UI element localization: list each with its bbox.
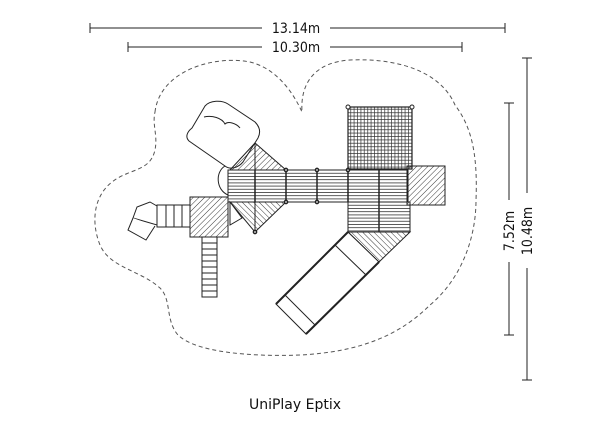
dimension-overall-width	[89, 23, 506, 33]
left-bridge	[156, 204, 191, 228]
lower-deck	[347, 201, 411, 233]
small-slide	[127, 201, 158, 241]
dimension-overall-depth-label: 10.48m	[520, 207, 536, 255]
dimension-structure-depth	[504, 102, 514, 336]
left-platform	[189, 196, 229, 238]
right-platform	[406, 165, 446, 206]
dimension-structure-depth-label: 7.52m	[502, 211, 518, 251]
dimension-overall-width-label: 13.14m	[272, 21, 320, 37]
dimension-structure-width-label: 10.30m	[272, 40, 320, 56]
ladder	[201, 236, 218, 298]
main-bridge	[227, 169, 409, 203]
climbing-net	[347, 106, 413, 170]
product-title: UniPlay Eptix	[248, 397, 342, 413]
tube-slide	[186, 100, 261, 196]
dimension-overall-depth	[522, 57, 532, 381]
straight-slide	[275, 231, 380, 335]
dimension-structure-width	[127, 42, 463, 52]
net-posts	[345, 104, 415, 110]
